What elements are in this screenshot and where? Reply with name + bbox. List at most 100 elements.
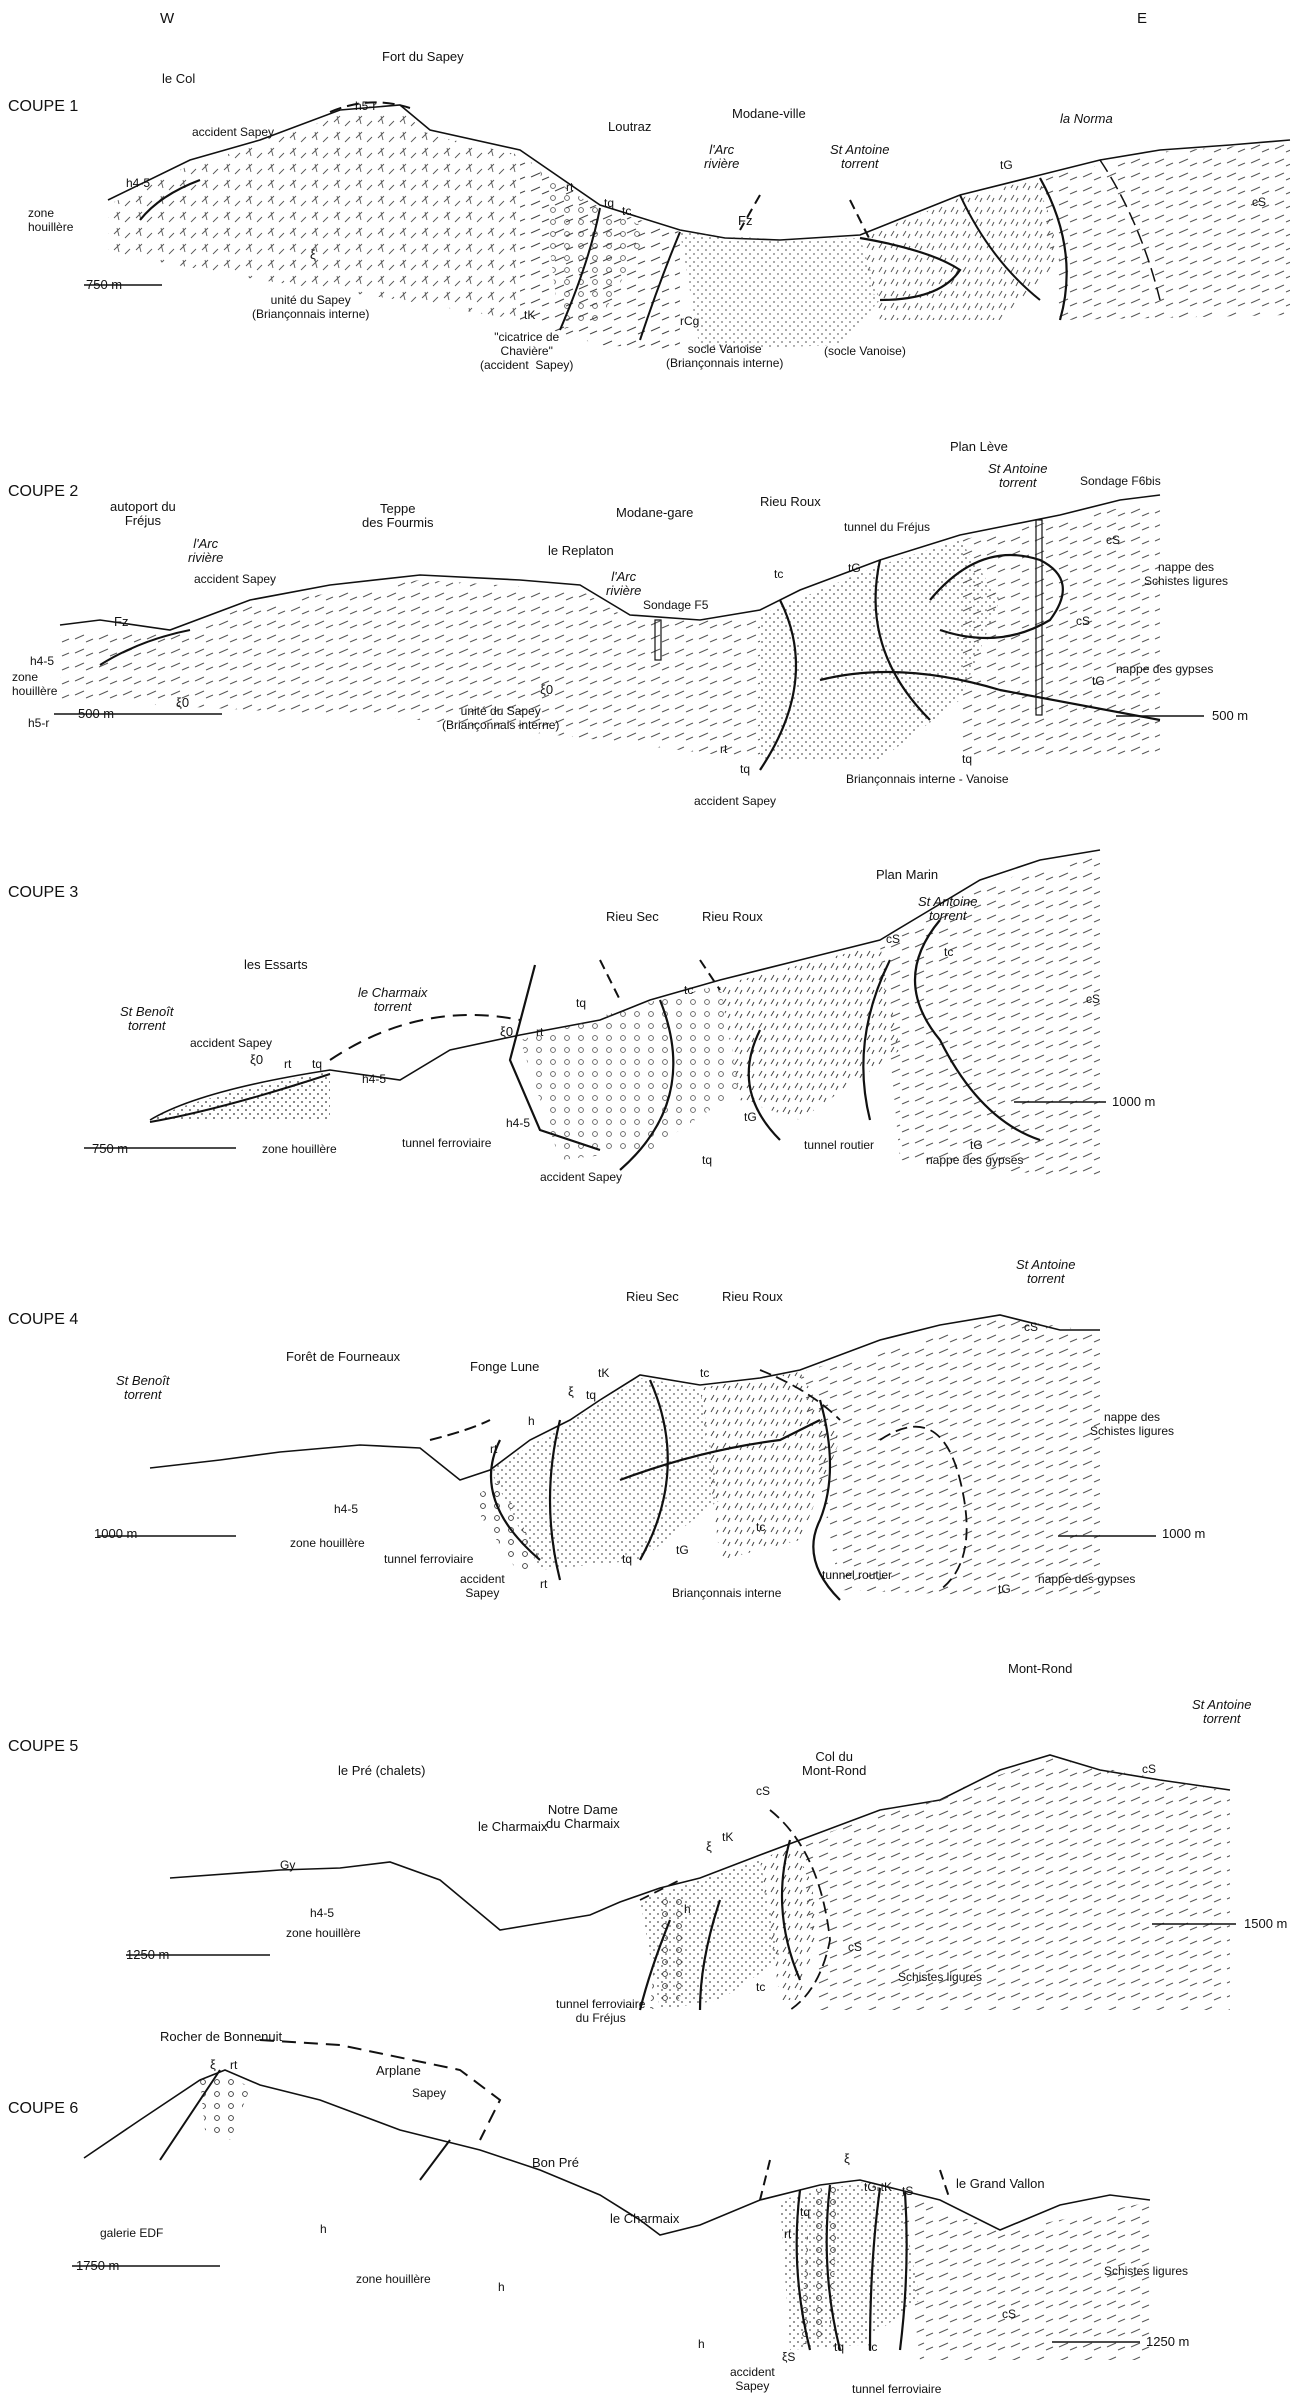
coupe1-rcg: rCg — [680, 314, 699, 328]
coupe5-cs-b: cS — [756, 1784, 770, 1798]
coupe4-h: h — [528, 1414, 535, 1428]
coupe3-accident-sapey-b: accident Sapey — [540, 1170, 622, 1184]
coupe6-bon-pre: Bon Pré — [532, 2156, 579, 2170]
coupe1-zone-houillere: zone houillère — [28, 206, 73, 234]
coupe3-plan-marin: Plan Marin — [876, 868, 938, 882]
coupe1-accident-sapey: accident Sapey — [192, 125, 274, 139]
coupe4-tunnel-routier: tunnel routier — [822, 1568, 892, 1582]
coupe2-arc-riviere: l'Arc rivière — [188, 537, 223, 565]
coupe6-sapey: Sapey — [412, 2086, 446, 2100]
coupe1-tg: tG — [1000, 158, 1013, 172]
coupe3-les-essarts: les Essarts — [244, 958, 308, 972]
coupe1-socle-vanoise-paren: (socle Vanoise) — [824, 344, 906, 358]
coupe2-autoport: autoport du Fréjus — [110, 500, 176, 528]
coupe5-tunnel-frejus: tunnel ferroviaire du Fréjus — [556, 1997, 645, 2025]
coupe1-arc-riviere: l'Arc rivière — [704, 143, 739, 171]
coupe1-h5r: h5-r — [355, 99, 376, 113]
coupe4-tq-b: tq — [622, 1552, 632, 1566]
coupe2-nappe-schistes: nappe des Schistes ligures — [1144, 560, 1228, 588]
coupe5-drawing — [126, 1755, 1236, 2010]
coupe6-xi-b: ξ — [844, 2152, 850, 2166]
coupe5-notre-dame: Notre Dame du Charmaix — [546, 1803, 620, 1831]
coupe2-h45: h4-5 — [30, 654, 54, 668]
coupe2-plan-leve: Plan Lève — [950, 440, 1008, 454]
coupe6-drawing — [72, 2040, 1150, 2360]
coupe6-rocher: Rocher de Bonnenuit — [160, 2030, 282, 2044]
coupe4-tunnel-ferroviaire: tunnel ferroviaire — [384, 1552, 473, 1566]
coupe6-zone-houillere: zone houillère — [356, 2272, 431, 2286]
coupe4-st-benoit: St Benoît torrent — [116, 1374, 169, 1402]
coupe6-tunnel-ferroviaire: tunnel ferroviaire — [852, 2382, 941, 2396]
coupe3-tc-b: tc — [684, 983, 693, 997]
coupe1-cicatrice: "cicatrice de Chavière" (accident Sapey) — [480, 330, 573, 372]
coupe5-gy: Gy — [280, 1858, 295, 1872]
coupe2-rt: rt — [720, 742, 727, 756]
coupe3-tq-b: tq — [576, 996, 586, 1010]
coupe4-accident-sapey: accident Sapey — [460, 1572, 505, 1600]
coupe6-rt-b: rt — [784, 2227, 791, 2241]
coupe5-zone-houillere: zone houillère — [286, 1926, 361, 1940]
coupe6-xis: ξS — [782, 2350, 795, 2364]
coupe5-le-charmaix: le Charmaix — [478, 1820, 547, 1834]
coupe4-rieu-sec: Rieu Sec — [626, 1290, 679, 1304]
coupe2-fz: Fz — [114, 615, 128, 629]
coupe1-scale-label: 750 m — [86, 278, 122, 292]
coupe2-cs-a: cS — [1106, 533, 1120, 547]
coupe4-rt-a: rt — [490, 1442, 497, 1456]
coupe4-tc-a: tc — [700, 1366, 709, 1380]
coupe2-tg: tG — [848, 561, 861, 575]
coupe4-nappe-gypses: nappe des gypses — [1038, 1572, 1135, 1586]
coupe2-drawing — [54, 495, 1204, 770]
coupe4-h45: h4-5 — [334, 1502, 358, 1516]
coupe4-nappe-schistes: nappe des Schistes ligures — [1090, 1410, 1174, 1438]
coupe1-modane-ville: Modane-ville — [732, 107, 806, 121]
coupe2-unite-sapey: unité du Sapey (Briançonnais interne) — [442, 704, 559, 732]
coupe2-title: COUPE 2 — [8, 485, 78, 499]
coupe2-nappe-gypses: nappe des gypses — [1116, 662, 1213, 676]
coupe2-sondage-f6bis: Sondage F6bis — [1080, 474, 1161, 488]
coupe6-scale-left: 1750 m — [76, 2259, 119, 2273]
coupe5-h: h — [684, 1902, 691, 1916]
coupe6-xi: ξ — [210, 2058, 216, 2072]
coupe2-tunnel-frejus: tunnel du Fréjus — [844, 520, 930, 534]
coupe4-cs: cS — [1024, 1320, 1038, 1334]
coupe3-tq-a: tq — [312, 1057, 322, 1071]
coupe5-scale-right: 1500 m — [1244, 1917, 1287, 1931]
coupe3-cs-a: cS — [886, 932, 900, 946]
coupe6-rt: rt — [230, 2058, 237, 2072]
coupe3-rt-a: rt — [284, 1057, 291, 1071]
coupe1-loutraz: Loutraz — [608, 120, 651, 134]
coupe5-col-mont-rond: Col du Mont-Rond — [802, 1750, 866, 1778]
coupe6-arplane: Arplane — [376, 2064, 421, 2078]
coupe6-h-b: h — [498, 2280, 505, 2294]
coupe4-rt-b: rt — [540, 1577, 547, 1591]
coupe1-tc: tc — [622, 204, 631, 218]
coupe1-la-norma: la Norma — [1060, 112, 1113, 126]
coupe3-tg-b: tG — [970, 1138, 983, 1152]
coupe3-xi0-b: ξ0 — [500, 1025, 513, 1039]
coupe2-st-antoine: St Antoine torrent — [988, 462, 1048, 490]
coupe4-rieu-roux: Rieu Roux — [722, 1290, 783, 1304]
coupe4-tc-b: tc — [756, 1520, 765, 1534]
coupe1-rt: rt — [566, 180, 573, 194]
coupe6-galerie-edf: galerie EDF — [100, 2226, 163, 2240]
coupe5-title: COUPE 5 — [8, 1740, 78, 1754]
coupe4-st-antoine: St Antoine torrent — [1016, 1258, 1076, 1286]
coupe6-tc: tc — [868, 2340, 877, 2354]
coupe2-xi0-b: ξ0 — [540, 683, 553, 697]
coupe4-xi: ξ — [568, 1385, 574, 1399]
coupe3-tunnel-routier: tunnel routier — [804, 1138, 874, 1152]
coupe2-scale-right: 500 m — [1212, 709, 1248, 723]
coupe3-title: COUPE 3 — [8, 886, 78, 900]
coupe3-accident-sapey: accident Sapey — [190, 1036, 272, 1050]
coupe6-tq: tq — [800, 2205, 810, 2219]
coupe6-accident-sapey: accident Sapey — [730, 2365, 775, 2393]
coupe4-tg-a: tG — [676, 1543, 689, 1557]
coupe1-fz: Fz — [738, 214, 752, 228]
coupe3-zone-houillere: zone houillère — [262, 1142, 337, 1156]
coupe2-le-replaton: le Replaton — [548, 544, 614, 558]
coupe2-teppe: Teppe des Fourmis — [362, 502, 434, 530]
coupe5-cs-a: cS — [1142, 1762, 1156, 1776]
coupe4-scale-left: 1000 m — [94, 1527, 137, 1541]
